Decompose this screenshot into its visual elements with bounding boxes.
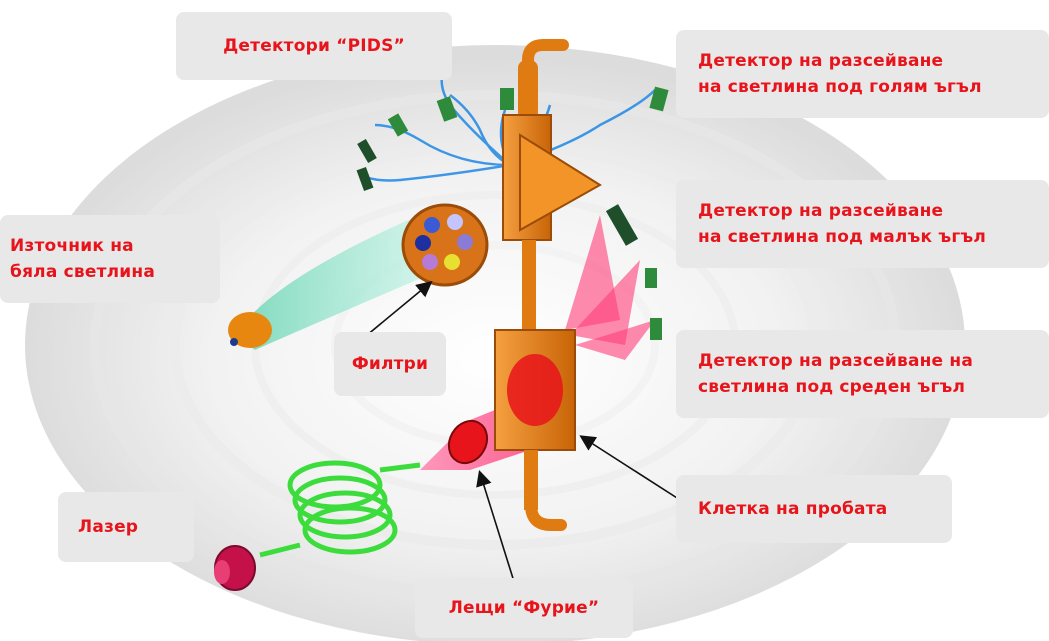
pids-detectors-label: Детектори “PIDS” (176, 12, 452, 80)
laser-text: Лазер (78, 514, 138, 540)
high-angle-detector-label: Детектор на разсейване на светлина под г… (676, 30, 1049, 118)
fourier-lens-label: Лещи “Фурие” (415, 578, 633, 638)
fourier-lens-text: Лещи “Фурие” (449, 595, 600, 621)
filters-text: Филтри (352, 351, 428, 377)
low-angle-line-2: на светлина под малък ъгъл (698, 224, 986, 250)
pids-detectors-text: Детектори “PIDS” (223, 33, 405, 59)
laser-label: Лазер (58, 492, 194, 562)
filters-label: Филтри (334, 332, 446, 396)
mid-angle-line-2: светлина под среден ъгъл (698, 374, 965, 400)
high-angle-line-1: Детектор на разсейване (698, 48, 943, 74)
white-light-line-1: Източник на (10, 233, 134, 259)
low-angle-line-1: Детектор на разсейване (698, 198, 943, 224)
high-angle-line-2: на светлина под голям ъгъл (698, 74, 982, 100)
sample-cell-text: Клетка на пробата (698, 496, 887, 522)
laser-source-icon (214, 546, 255, 590)
sample-cell-label: Клетка на пробата (676, 475, 952, 543)
mid-angle-line-1: Детектор на разсейване на (698, 348, 973, 374)
low-angle-detector-label: Детектор на разсейване на светлина под м… (676, 180, 1049, 268)
mid-angle-detector-label: Детектор на разсейване на светлина под с… (676, 330, 1049, 418)
filter-wheel-icon (403, 205, 487, 285)
white-light-source-label: Източник на бяла светлина (0, 215, 220, 303)
white-light-line-2: бяла светлина (10, 259, 155, 285)
